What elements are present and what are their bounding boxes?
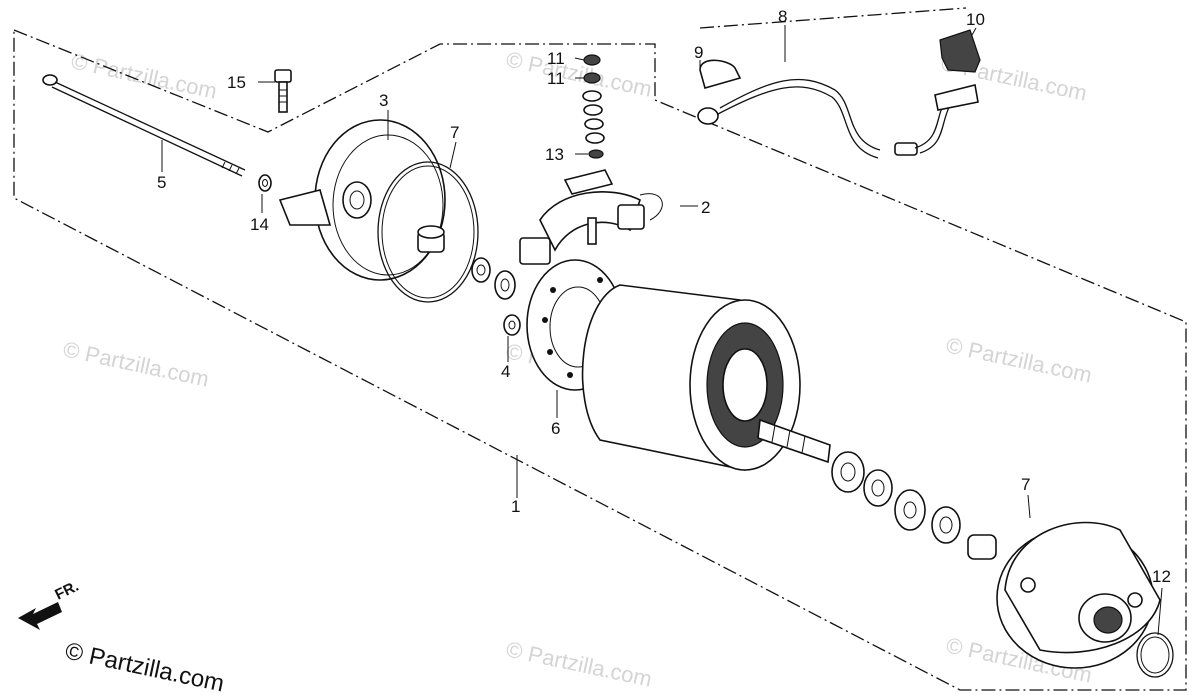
arrow-icon bbox=[18, 602, 62, 630]
through-bolt-5 bbox=[42, 74, 246, 177]
watermark: © Partzilla.com bbox=[504, 636, 654, 691]
o-ring-7-rear-inner bbox=[381, 165, 475, 299]
callout-8: 8 bbox=[778, 7, 787, 26]
brush-holder-2 bbox=[519, 169, 663, 265]
callout-6: 6 bbox=[551, 419, 560, 438]
bolt-15 bbox=[274, 69, 292, 113]
starter-cable-8 bbox=[697, 29, 981, 159]
callout-1: 1 bbox=[511, 497, 520, 516]
washer-14-hole bbox=[262, 179, 268, 187]
o-ring-12 bbox=[1136, 632, 1174, 678]
callout-5: 5 bbox=[157, 173, 166, 192]
callout-7-rear: 7 bbox=[450, 123, 459, 142]
front-cover-7 bbox=[996, 521, 1161, 669]
washer-14 bbox=[258, 174, 272, 192]
callout-2: 2 bbox=[701, 198, 710, 217]
front-washers bbox=[831, 451, 997, 560]
callouts: 1 2 3 4 5 6 7 7 8 9 10 11 11 12 13 14 15 bbox=[157, 7, 1171, 586]
callout-11-upper: 11 bbox=[547, 49, 565, 68]
watermark: © Partzilla.com bbox=[504, 46, 654, 101]
assembly-boundary bbox=[13, 29, 1187, 691]
nut-4 bbox=[503, 314, 521, 336]
callout-9: 9 bbox=[694, 43, 703, 62]
leader-lines bbox=[161, 25, 1163, 636]
copyright-text: © Partzilla.com bbox=[63, 637, 227, 697]
o-ring-7-rear bbox=[377, 161, 479, 303]
watermark: © Partzilla.com bbox=[69, 48, 219, 103]
washer bbox=[494, 270, 516, 300]
front-direction-arrow: FR. bbox=[18, 578, 81, 630]
rear-cover-3 bbox=[278, 119, 446, 281]
callout-14: 14 bbox=[250, 215, 269, 234]
callout-3: 3 bbox=[379, 91, 388, 110]
watermark: © Partzilla.com bbox=[944, 332, 1094, 387]
callout-13: 13 bbox=[545, 145, 564, 164]
callout-12: 12 bbox=[1152, 567, 1171, 586]
motor-yoke-1 bbox=[581, 284, 831, 471]
watermark: © Partzilla.com bbox=[61, 336, 211, 391]
terminal-hardware-stack bbox=[582, 54, 605, 159]
callout-15: 15 bbox=[227, 73, 246, 92]
callout-10: 10 bbox=[966, 10, 985, 29]
callout-4: 4 bbox=[501, 362, 510, 381]
washer bbox=[471, 257, 491, 283]
callout-11-lower: 11 bbox=[547, 69, 565, 88]
direction-label: FR. bbox=[52, 578, 81, 604]
harness-boundary bbox=[699, 7, 967, 29]
callout-7-front: 7 bbox=[1021, 475, 1030, 494]
